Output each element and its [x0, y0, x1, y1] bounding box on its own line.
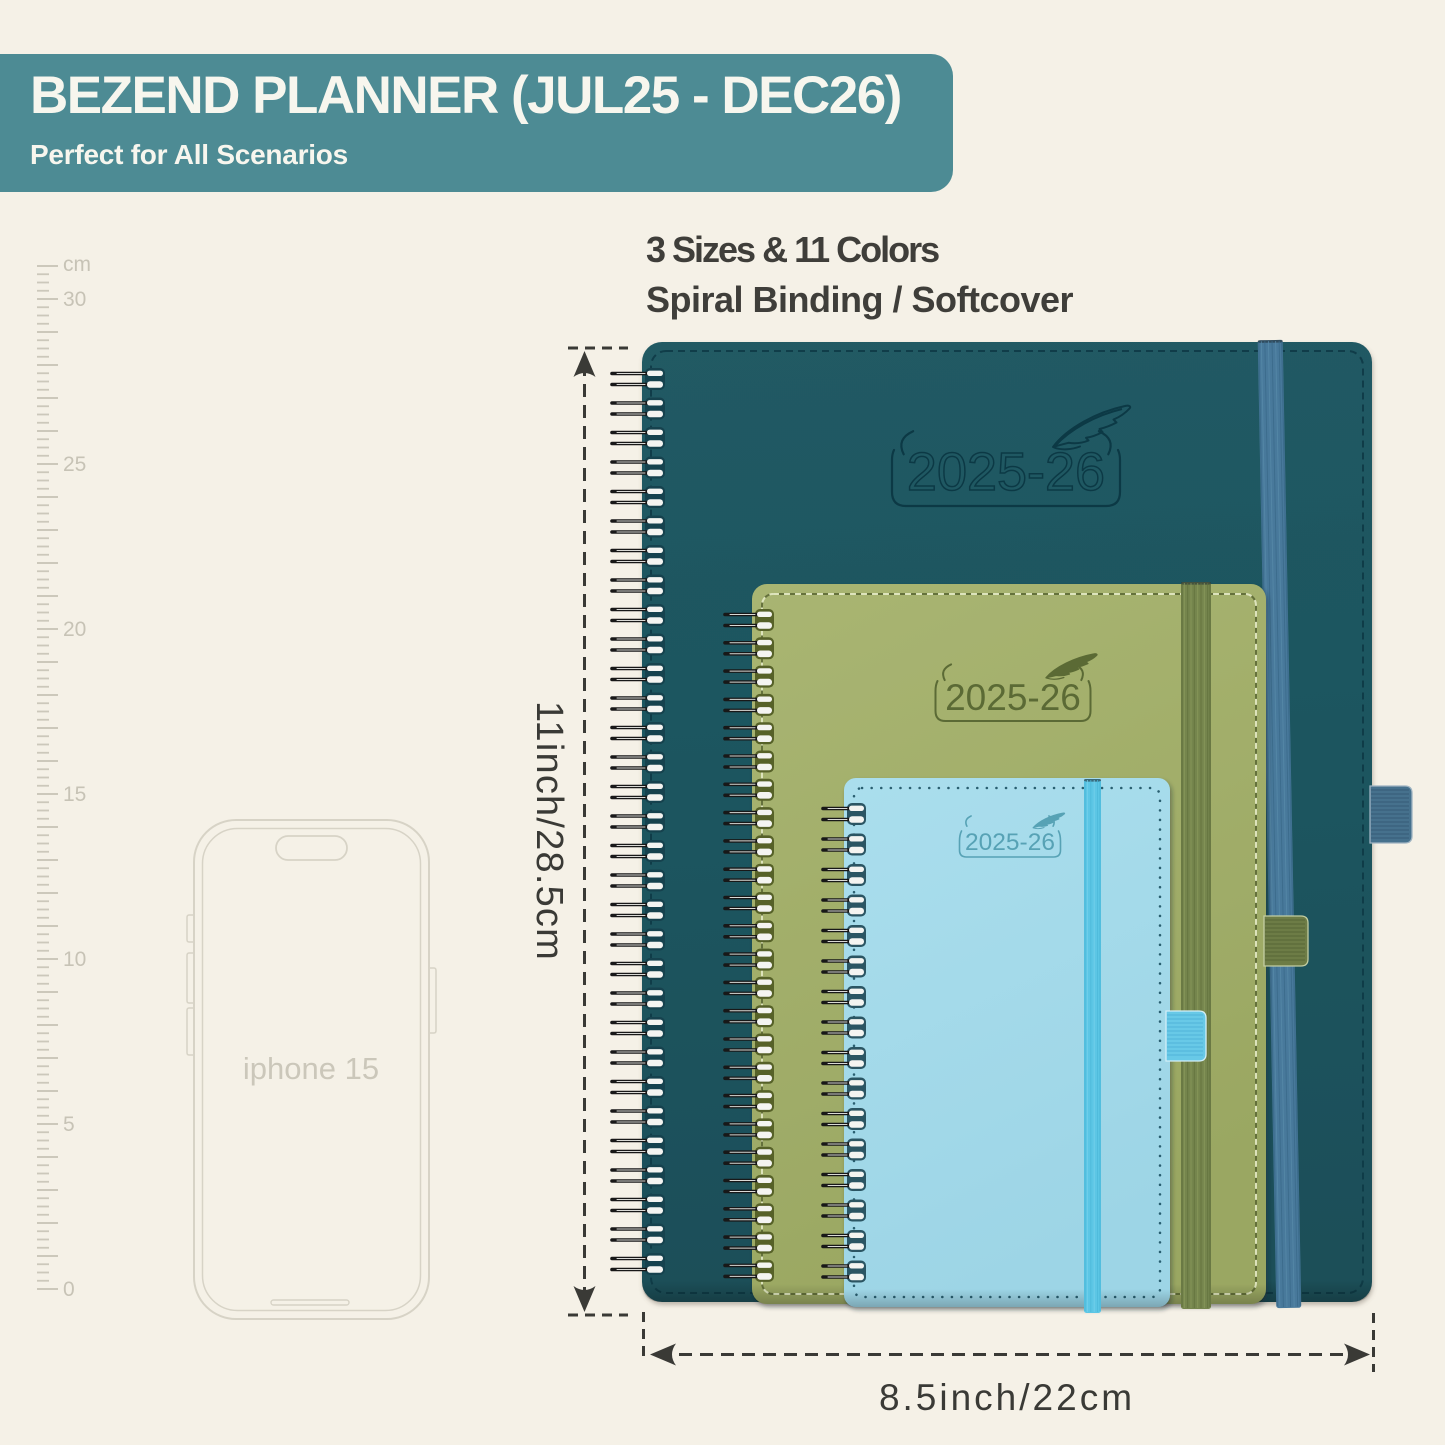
svg-text:20: 20	[63, 618, 86, 641]
svg-text:30: 30	[63, 288, 86, 311]
svg-text:2025-26: 2025-26	[965, 829, 1055, 856]
svg-text:10: 10	[63, 948, 86, 971]
svg-text:5: 5	[63, 1113, 75, 1136]
svg-text:25: 25	[63, 453, 86, 476]
svg-text:2025-26: 2025-26	[945, 677, 1081, 718]
svg-text:0: 0	[63, 1278, 75, 1301]
svg-text:iphone 15: iphone 15	[243, 1051, 379, 1086]
svg-text:2025-26: 2025-26	[907, 442, 1105, 502]
svg-text:8.5inch/22cm: 8.5inch/22cm	[879, 1377, 1135, 1418]
svg-text:11inch/28.5cm: 11inch/28.5cm	[528, 701, 570, 961]
svg-text:15: 15	[63, 783, 86, 806]
svg-text:cm: cm	[63, 253, 91, 276]
